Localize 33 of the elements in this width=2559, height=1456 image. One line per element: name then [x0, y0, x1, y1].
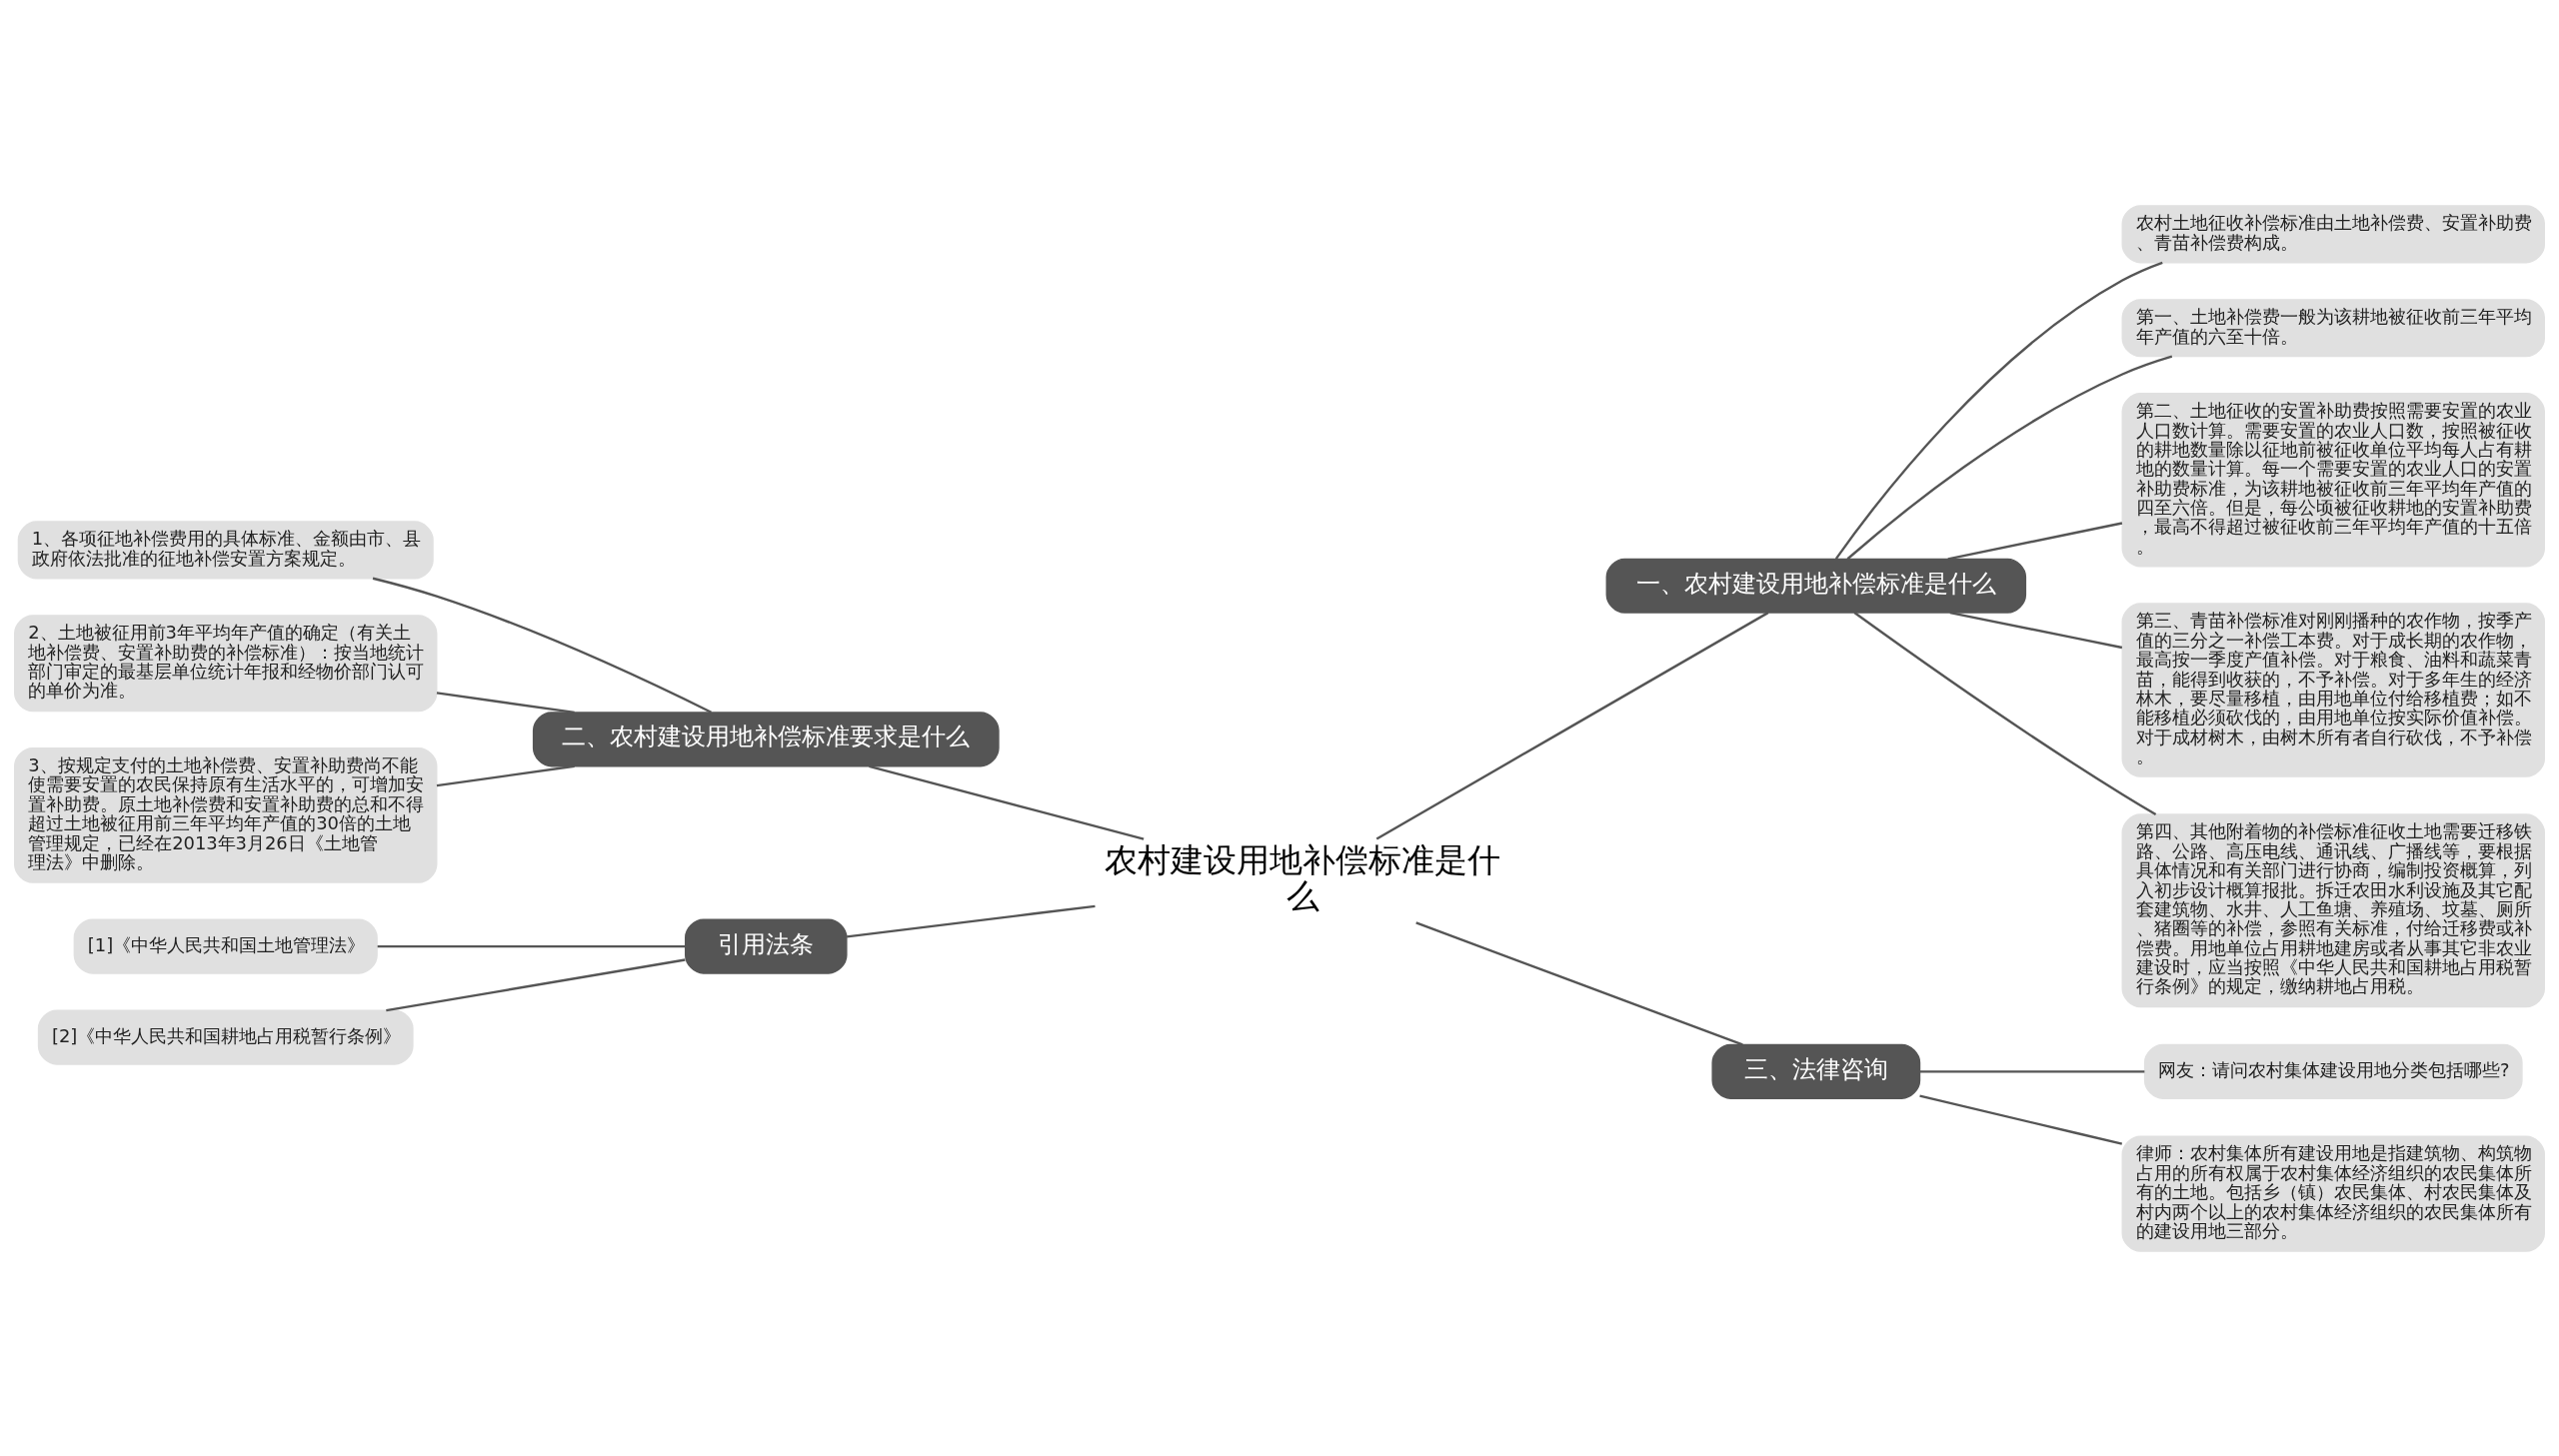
node-box: 二、农村建设用地补偿标准要求是什么	[532, 711, 1000, 766]
node-box: 第二、土地征收的安置补助费按照需要安置的农业人口数计算。需要安置的农业人口数，按照被征收的耕地数量除以征地前被征收单位平均每人占有耕地的数量计算。每一个需要安置的农业人口的安置补助费标准，为该耕地被征收前三年平均年产值的四至六倍。但是，每公顷被征收耕地的安置补助费，最高不得超过被征收前三年平均年产值的十五倍。	[2121, 392, 2546, 568]
node-box: [2]《中华人民共和国耕地占用税暂行条例》	[37, 1008, 414, 1065]
node-box: 农村土地征收补偿标准由土地补偿费、安置补助费、青苗补偿费构成。	[2121, 204, 2546, 263]
connector	[1846, 355, 2173, 560]
connector	[1415, 920, 1743, 1046]
connector	[1949, 611, 2123, 649]
node-box: 三、法律咨询	[1711, 1043, 1921, 1099]
node-box: 引用法条	[685, 918, 848, 974]
node-box: 第四、其他附着物的补偿标准征收土地需要迁移铁路、公路、高压电线、通讯线、广播线等，要根据具体情况和有关部门进行协商，编制投资概算，列入初步设计概算报批。拆迁农田水利设施及其它配套建筑物、水井、人工鱼塘、养殖场、坟墓、厕所、猪圈等的补偿，参照有关标准，付给迁移费或补偿费。用地单位占用耕地建房或者从事其它非农业建设时，应当按照《中华人民共和国耕地占用税暂行条例》的规定，缴纳耕地占用税。	[2121, 812, 2546, 1007]
node-box: 第三、青苗补偿标准对刚刚播种的农作物，按季产值的三分之一补偿工本费。对于成长期的农作物，最高按一季度产值补偿。对于粮食、油料和蔬菜青苗，能得到收获的，不予补偿。对于多年生的经济林木，要尽量移植，由用地单位付给移植费；如不能移植必须砍伐的，由用地单位按实际价值补偿。对于成材树木，由树木所有者自行砍伐，不予补偿。	[2121, 602, 2546, 777]
connector	[1375, 611, 1769, 839]
node-box: 网友：请问农村集体建设用地分类包括哪些?	[2143, 1043, 2523, 1099]
connector	[372, 577, 712, 714]
connector	[436, 764, 575, 786]
node-box: 2、土地被征用前3年平均年产值的确定（有关土地补偿费、安置补助费的补偿标准）：按当地统计部门审定的最基层单位统计年报和经物价部门认可的单价为准。	[13, 614, 438, 712]
node-text: 农村建设用地补偿标准是什么	[1105, 840, 1501, 915]
node-box: 一、农村建设用地补偿标准是什么	[1605, 558, 2027, 614]
connector	[1853, 611, 2157, 815]
connector	[1919, 1094, 2123, 1145]
connector	[386, 957, 686, 1011]
node-box: 律师：农村集体所有建设用地是指建筑物、构筑物占用的所有权属于农村集体经济组织的农民集体所有的土地。包括乡（镇）农民集体、村农民集体及村内两个以上的农村集体经济组织的农民集体所有的建设用地三部分。	[2121, 1134, 2546, 1252]
node-box: 第一、土地补偿费一般为该耕地被征收前三年平均年产值的六至十倍。	[2121, 298, 2546, 357]
connector	[1919, 1069, 2145, 1073]
connector	[377, 944, 686, 947]
connector	[1834, 261, 2163, 560]
node-box: 3、按规定支付的土地补偿费、安置补助费尚不能使需要安置的农民保持原有生活水平的，可增加安置补助费。原土地补偿费和安置补助费的总和不得超过土地被征用前三年平均年产值的30倍的土地管理规定，已经在2013年3月26日《土地管理法》中删除。	[13, 746, 438, 883]
node-box: [1]《中华人民共和国土地管理法》	[73, 918, 378, 974]
node-box: 1、各项征地补偿费用的具体标准、金额由市、县政府依法批准的征地补偿安置方案规定。	[17, 520, 434, 579]
connector	[869, 764, 1145, 840]
connector	[1947, 521, 2123, 561]
connector	[436, 691, 575, 714]
connector	[846, 904, 1096, 937]
